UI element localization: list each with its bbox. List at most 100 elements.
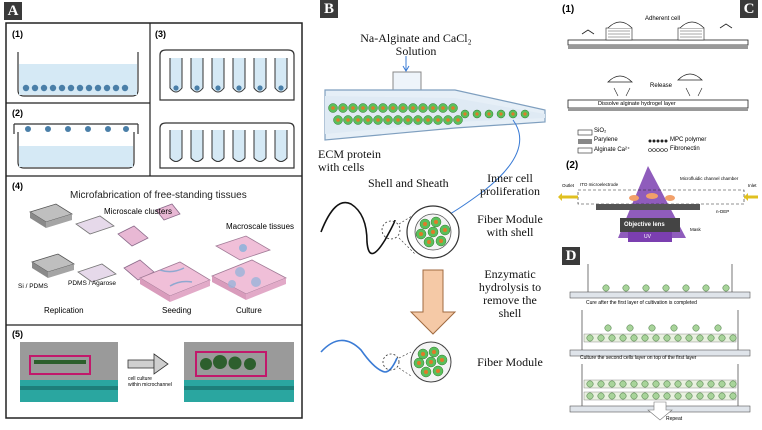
cell-nucleus [411, 106, 415, 110]
cell-nucleus [396, 118, 400, 122]
fiber-module-cells [413, 346, 448, 378]
b-enz-line4: shell [498, 306, 522, 320]
culture-cell [696, 392, 704, 400]
culture-cell [608, 392, 616, 400]
cell-nucleus [436, 118, 440, 122]
dish-2 [13, 123, 139, 169]
c-dissolve-label: Dissolve alginate hydrogel layer [598, 101, 676, 107]
panel-letter-a: A [4, 2, 22, 20]
cell-nucleus [419, 232, 423, 236]
a-microscale-label: Microscale clusters [104, 207, 173, 216]
cell-nucleus [440, 358, 444, 362]
b-enz-line1: Enzymatic [484, 267, 536, 281]
d-layer3-cells [586, 380, 737, 400]
culture-tissue [211, 235, 287, 300]
c-inlet-label: Inlet [748, 183, 757, 188]
culture-cell [602, 284, 610, 292]
b-fiber-module: Fiber Module [477, 355, 543, 369]
cell-nucleus [441, 106, 445, 110]
culture-cell [619, 392, 627, 400]
seeding-tissue [139, 261, 211, 302]
cell-nucleus [499, 112, 503, 116]
culture-cell [630, 334, 638, 342]
culture-cell [674, 392, 682, 400]
c-ito-label: ITO microelectrode [580, 182, 619, 187]
b-solution-line1: Na-Alginate and CaCl₂ [360, 31, 472, 45]
a-sub1-label: (1) [12, 29, 23, 39]
culture-cell [714, 324, 722, 332]
d-layer2-cells [586, 324, 737, 342]
culture-cell [707, 392, 715, 400]
cell-nucleus [346, 118, 350, 122]
culture-cell [642, 284, 650, 292]
culture-cell [586, 380, 594, 388]
cell-nucleus [421, 352, 425, 356]
culture-cell [685, 334, 693, 342]
microchannel-before [20, 342, 118, 402]
b-shell-sheath: Shell and Sheath [368, 176, 449, 190]
panel-letter-d: D [562, 247, 580, 265]
c-legend-sio2: SiO₂ [594, 128, 607, 134]
b-module-shell-line1: Fiber Module [477, 212, 543, 226]
b-inner-line1: Inner cell [487, 171, 533, 185]
culture-cell [685, 392, 693, 400]
cell-nucleus [475, 112, 479, 116]
cell-nucleus [361, 106, 365, 110]
panel-c-figure [558, 21, 758, 242]
culture-cell [674, 334, 682, 342]
a-within-label: within microchannel [128, 382, 172, 388]
c-release-label: Release [650, 83, 673, 89]
cell-nucleus [336, 118, 340, 122]
c-legend-mpc: MPC polymer [670, 137, 707, 143]
cell-nucleus [376, 118, 380, 122]
a-title-4: Microfabrication of free-standing tissue… [70, 190, 247, 201]
cell-nucleus [487, 112, 491, 116]
culture-cell [729, 380, 737, 388]
d-step2-text: Culture the second cells layer on top of… [580, 355, 697, 361]
cell-nucleus [423, 222, 427, 226]
d-step1-text: Cure after the first layer of cultivatio… [586, 300, 697, 306]
cell-nucleus [331, 106, 335, 110]
b-ecm-line2: with cells [318, 160, 365, 174]
culture-cell [619, 380, 627, 388]
cell-nucleus [424, 370, 428, 374]
culture-cell [692, 324, 700, 332]
culture-cell [608, 334, 616, 342]
culture-cell [707, 380, 715, 388]
culture-cell [619, 334, 627, 342]
panel-d-figure [569, 264, 751, 421]
cell-nucleus [436, 369, 440, 373]
cell-nucleus [417, 361, 421, 365]
b-ecm-line1: ECM protein [318, 147, 381, 161]
cell-nucleus [523, 112, 527, 116]
b-enz-line3: remove the [483, 293, 537, 307]
culture-cell [663, 392, 671, 400]
panel-a-figure [5, 22, 303, 419]
c-ndep-label: n-DEP [716, 209, 730, 214]
cell-nucleus [401, 106, 405, 110]
culture-cell [696, 334, 704, 342]
cell-nucleus [432, 350, 436, 354]
d-repeat-text: Repeat [666, 416, 683, 422]
culture-cell [586, 392, 594, 400]
cell-nucleus [391, 106, 395, 110]
b-enz-line2: hydrolysis to [478, 280, 542, 294]
well-plate-2 [159, 122, 295, 169]
cell-nucleus [366, 118, 370, 122]
cell-nucleus [421, 106, 425, 110]
culture-cell [718, 380, 726, 388]
cell-nucleus [451, 106, 455, 110]
culture-cell [597, 392, 605, 400]
culture-cell [630, 380, 638, 388]
c-legend-parylene: Parylene [594, 137, 618, 143]
cell-nucleus [426, 118, 430, 122]
c-sub1-label: (1) [562, 4, 575, 15]
culture-cell [718, 334, 726, 342]
culture-cell [641, 334, 649, 342]
well-plate-1 [159, 49, 295, 101]
culture-cell [604, 324, 612, 332]
culture-cell [707, 334, 715, 342]
cell-nucleus [434, 220, 438, 224]
b-solution-line2: Solution [395, 44, 437, 58]
cell-nucleus [439, 239, 443, 243]
